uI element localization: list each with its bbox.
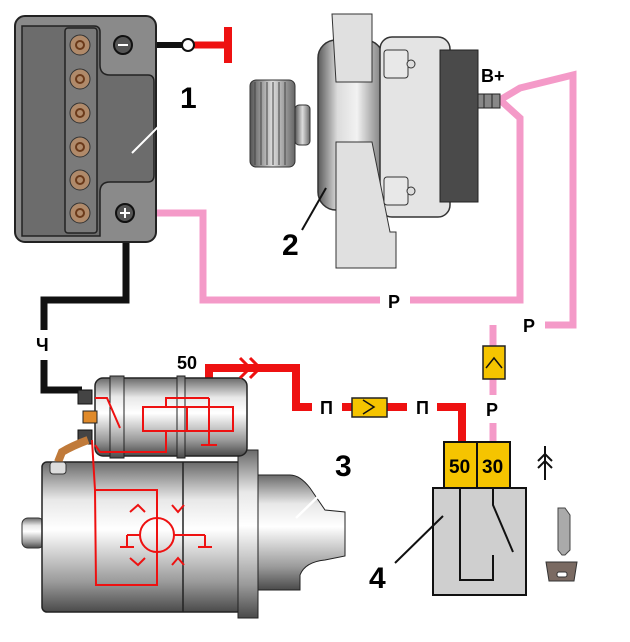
starter-bolt-top	[77, 389, 93, 405]
switch-terminal-30	[476, 441, 511, 489]
callout-line-3	[295, 481, 334, 519]
battery-cell-caps	[69, 34, 91, 224]
callout-line-2	[301, 187, 327, 231]
pink-wire-battery	[135, 70, 577, 329]
switch-terminal-30-label: 30	[482, 457, 503, 478]
starter-internal-schematic	[91, 397, 234, 586]
alternator-b-plus-terminal	[477, 93, 501, 109]
battery-positive-terminal	[115, 203, 135, 223]
alternator-bottom-bracket	[335, 141, 397, 269]
black-wire	[40, 215, 130, 394]
starter-solenoid-ring-1	[109, 375, 125, 459]
antenna-icon	[537, 446, 553, 480]
wire-label-pink-1: Р	[388, 292, 400, 312]
alternator	[249, 13, 501, 269]
alternator-top-bracket	[331, 13, 373, 83]
ignition-switch	[394, 441, 527, 596]
starter-flange	[237, 449, 259, 619]
alternator-pulley	[249, 79, 311, 168]
connector-red	[351, 397, 388, 418]
component-number-1: 1	[180, 82, 197, 115]
starter-drive-housing	[257, 474, 346, 591]
battery-cell-strip	[64, 27, 98, 234]
component-number-2: 2	[282, 229, 299, 262]
starter-shaft-end	[21, 517, 45, 549]
alternator-bolt-bottom	[383, 176, 409, 206]
wire-label-red-2: П	[416, 398, 429, 418]
callout-line-4	[394, 515, 444, 564]
battery-negative-terminal	[113, 35, 133, 55]
starter	[21, 375, 346, 619]
alternator-terminal-label: B+	[481, 66, 505, 86]
switch-body	[432, 487, 527, 596]
switch-contact-30	[492, 488, 514, 553]
red-wire-50	[205, 364, 466, 445]
starter-copper-strap	[54, 436, 90, 464]
component-number-4: 4	[369, 562, 386, 595]
battery	[14, 15, 181, 243]
alternator-cover	[439, 49, 479, 203]
wire-label-red-1: П	[320, 398, 333, 418]
starter-terminal-orange	[82, 410, 98, 424]
starter-motor-body	[41, 461, 243, 613]
callout-line-1	[131, 104, 181, 154]
switch-terminal-50-label: 50	[449, 457, 470, 478]
wire-label-pink-3: Р	[486, 400, 498, 420]
wire-label-black: Ч	[36, 335, 49, 355]
starter-terminal-label: 50	[177, 353, 197, 373]
alternator-bolt-top	[383, 49, 409, 79]
connector-pink	[482, 345, 506, 380]
component-number-3: 3	[335, 450, 352, 483]
wire-label-pink-2: Р	[523, 316, 535, 336]
switch-contact-50	[459, 488, 494, 581]
starter-solenoid-ring-2	[176, 375, 186, 459]
ground-node	[181, 38, 195, 52]
key-icon	[545, 507, 578, 582]
connector-chevron-starter	[238, 356, 263, 380]
